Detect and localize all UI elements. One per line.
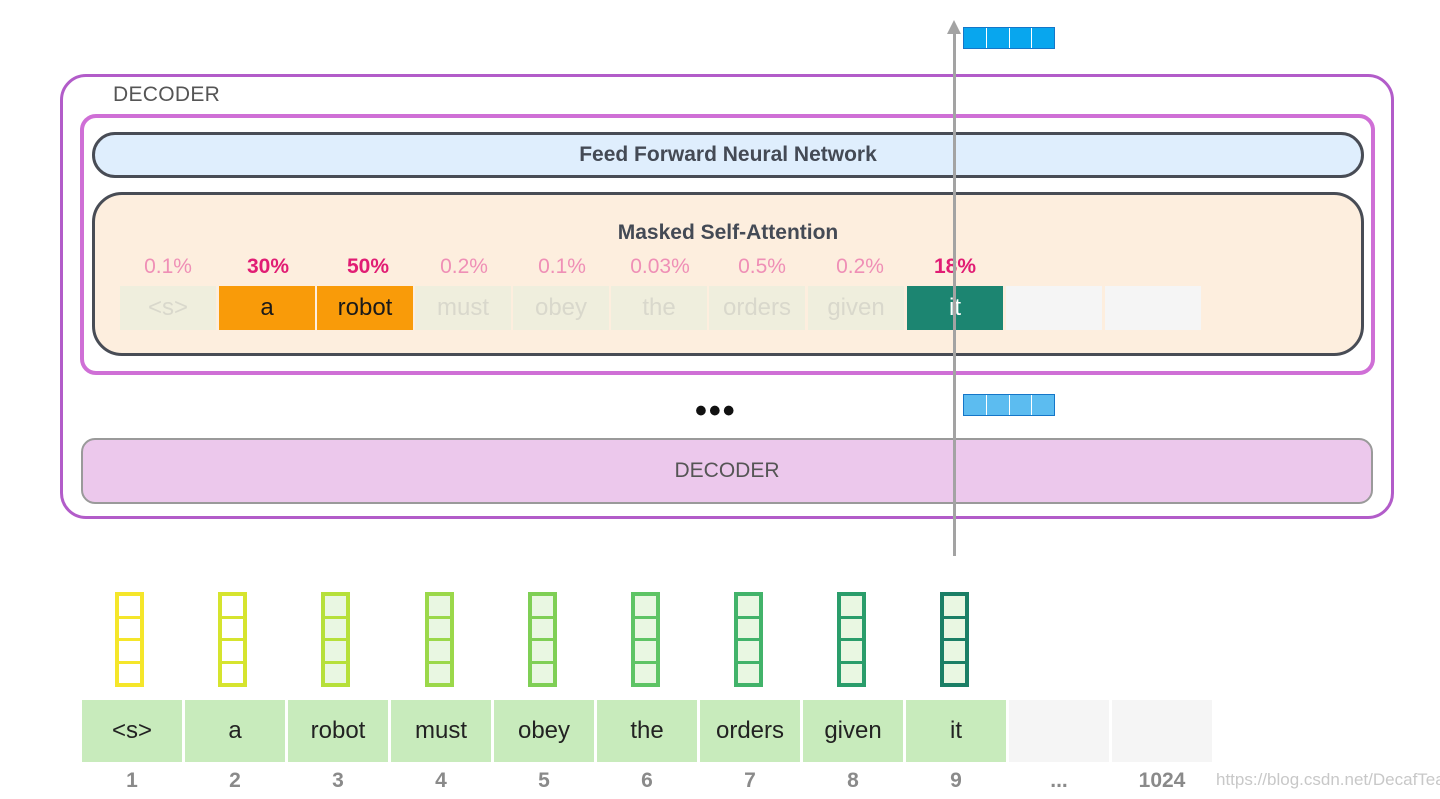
stacked-layers-ellipsis: ••• [695,392,737,430]
embedding-vector [425,592,454,687]
input-token: it [906,700,1006,762]
watermark: https://blog.csdn.net/DecafTea [1216,770,1440,789]
embedding-vector [528,592,557,687]
decoder-title: DECODER [113,83,221,106]
input-token: orders [700,700,800,762]
attention-token: <s> [120,286,216,330]
input-token: robot [288,700,388,762]
position-index: 2 [229,769,241,792]
input-token: the [597,700,697,762]
attention-pct: 50% [346,255,390,278]
attention-token: orders [709,286,805,330]
position-index: 8 [847,769,859,792]
masked-self-attention-title: Masked Self-Attention [617,221,839,244]
position-index: 7 [744,769,756,792]
attention-token-empty [1105,286,1201,330]
attention-token: robot [317,286,413,330]
attention-pct: 0.2% [440,255,488,278]
input-token-empty [1112,700,1212,762]
attention-pct: 0.03% [630,255,690,278]
position-index: 1024 [1138,769,1186,792]
attention-pct: 0.1% [144,255,192,278]
input-token: obey [494,700,594,762]
position-index: ... [1050,769,1068,792]
embedding-vector [940,592,969,687]
decoder-block-outer [60,74,1394,519]
input-token: given [803,700,903,762]
output-vector [963,27,1055,49]
input-token: <s> [82,700,182,762]
position-index: 3 [332,769,344,792]
input-token-empty [1009,700,1109,762]
embedding-vector [115,592,144,687]
embedding-vector [734,592,763,687]
position-index: 6 [641,769,653,792]
flow-arrow-line [953,30,956,556]
arrow-up-icon [947,20,961,34]
position-index: 1 [126,769,138,792]
hidden-vector [963,394,1055,416]
embedding-vector [218,592,247,687]
input-token: must [391,700,491,762]
decoder-layer-inner [80,114,1375,375]
position-index: 5 [538,769,550,792]
attention-token: a [219,286,315,330]
attention-token: given [808,286,904,330]
position-index: 9 [950,769,962,792]
embedding-vector [631,592,660,687]
embedding-vector [321,592,350,687]
lower-decoder-block: DECODER [81,438,1373,504]
attention-pct: 0.1% [538,255,586,278]
position-index: 4 [435,769,447,792]
feed-forward-layer: Feed Forward Neural Network [92,132,1364,178]
attention-pct: 0.5% [738,255,786,278]
attention-token-empty [1006,286,1102,330]
input-token: a [185,700,285,762]
attention-token: obey [513,286,609,330]
attention-pct: 0.2% [836,255,884,278]
attention-pct: 30% [246,255,290,278]
embedding-vector [837,592,866,687]
attention-token: must [415,286,511,330]
attention-token: the [611,286,707,330]
